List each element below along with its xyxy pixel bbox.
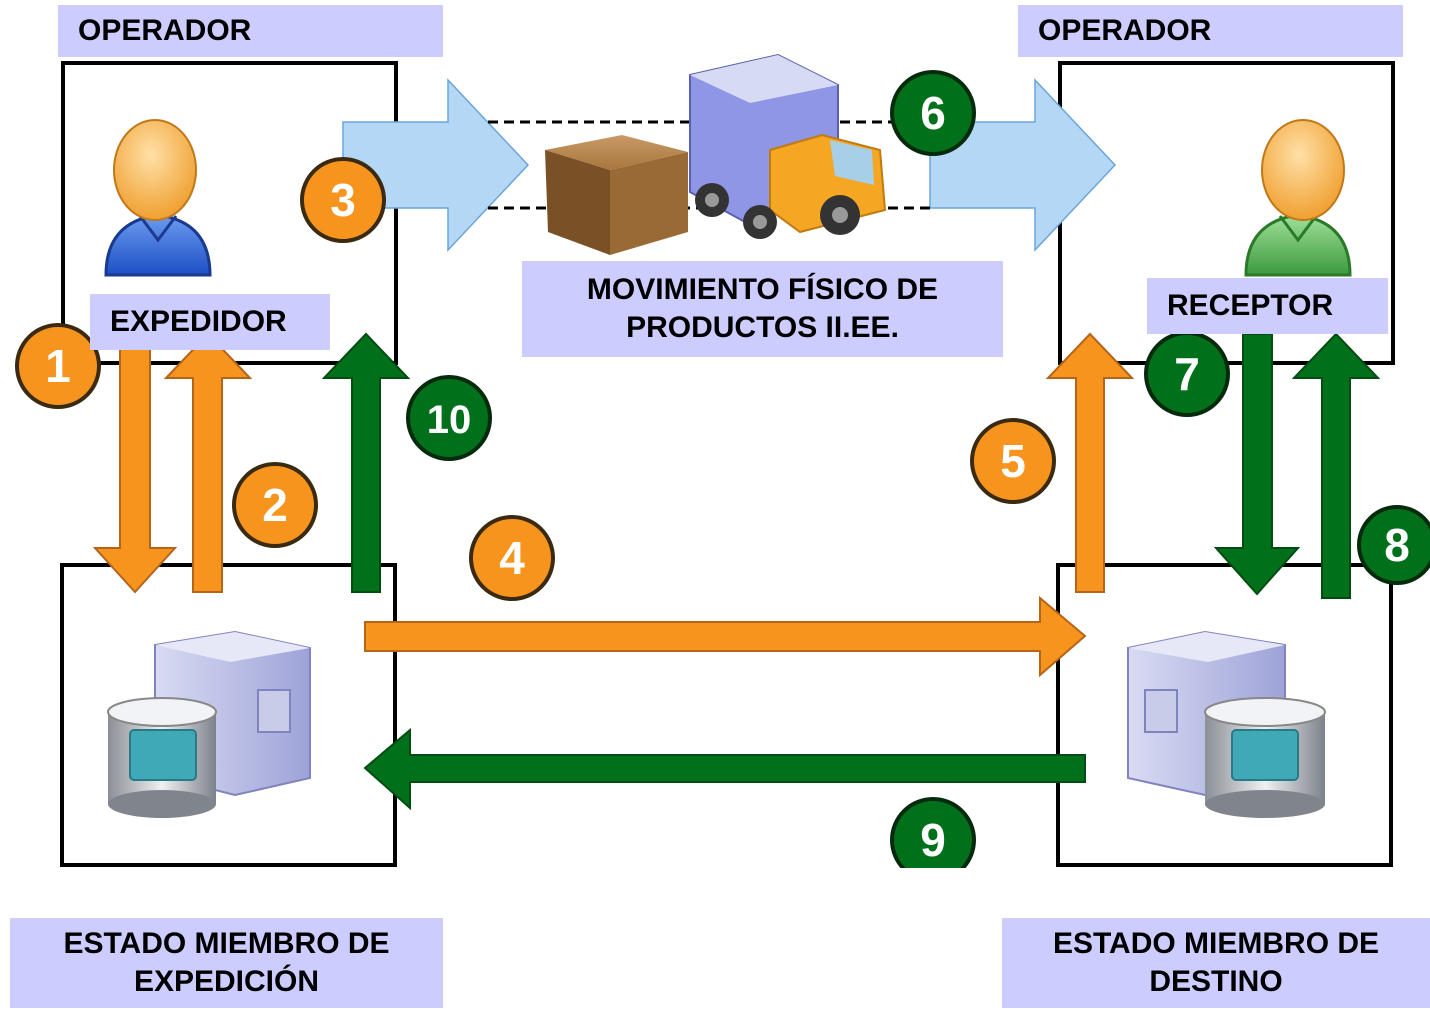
movement-label-line2: PRODUCTOS II.EE. xyxy=(626,311,899,344)
step-marker-1: 1 xyxy=(15,323,101,409)
step-marker-7: 7 xyxy=(1144,331,1230,417)
arrow-step-4 xyxy=(364,595,1087,678)
step-marker-4: 4 xyxy=(469,515,555,601)
step-marker-3: 3 xyxy=(300,157,386,243)
step-marker-8: 8 xyxy=(1357,505,1430,585)
server-database-icon xyxy=(107,630,311,818)
arrow-step-9 xyxy=(363,727,1086,811)
arrow-step-1 xyxy=(92,339,178,594)
step-marker-10: 10 xyxy=(406,375,492,461)
svg-text:6: 6 xyxy=(920,87,946,139)
step-marker-6: 6 xyxy=(890,70,976,156)
svg-text:3: 3 xyxy=(330,174,356,226)
arrow-step-2 xyxy=(163,332,253,593)
state-dispatch-line2: EXPEDICIÓN xyxy=(133,965,320,998)
svg-text:10: 10 xyxy=(427,398,472,442)
arrow-step-7 xyxy=(1213,333,1301,596)
arrow-step-5 xyxy=(1045,332,1135,593)
person-blue-icon xyxy=(104,119,212,277)
arrow-step-10 xyxy=(321,332,411,593)
server-database-icon xyxy=(1127,630,1326,818)
movement-arrow-right xyxy=(929,78,1117,252)
state-dispatch-line1: ESTADO MIEMBRO DE xyxy=(63,927,390,960)
person-green-icon xyxy=(1244,119,1352,277)
step-marker-2: 2 xyxy=(232,462,318,548)
state-destination-label: ESTADO MIEMBRO DE DESTINO xyxy=(1002,918,1430,1008)
svg-text:9: 9 xyxy=(920,814,946,866)
step-marker-9: 9 xyxy=(890,797,976,883)
box-icon xyxy=(545,135,688,255)
state-destination-line2: DESTINO xyxy=(1149,965,1283,998)
svg-text:2: 2 xyxy=(262,479,288,531)
svg-text:4: 4 xyxy=(499,532,525,584)
svg-text:5: 5 xyxy=(1000,435,1026,487)
receptor-label: RECEPTOR xyxy=(1147,278,1388,334)
movement-label-line1: MOVIMIENTO FÍSICO DE xyxy=(586,273,939,306)
state-destination-line1: ESTADO MIEMBRO DE xyxy=(1052,927,1380,960)
svg-text:8: 8 xyxy=(1384,519,1410,571)
svg-text:7: 7 xyxy=(1174,348,1200,400)
system-box-right xyxy=(1056,563,1393,867)
truck-icon xyxy=(689,53,887,239)
arrow-step-8 xyxy=(1291,332,1381,599)
operator-label-left: OPERADOR xyxy=(58,5,443,57)
step-marker-5: 5 xyxy=(970,418,1056,504)
operator-label-right: OPERADOR xyxy=(1018,5,1403,57)
svg-text:1: 1 xyxy=(45,340,71,392)
movement-label: MOVIMIENTO FÍSICO DE PRODUCTOS II.EE. xyxy=(522,261,1003,357)
state-dispatch-label: ESTADO MIEMBRO DE EXPEDICIÓN xyxy=(10,918,443,1008)
system-box-left xyxy=(60,563,397,867)
expedidor-label: EXPEDIDOR xyxy=(90,294,330,350)
